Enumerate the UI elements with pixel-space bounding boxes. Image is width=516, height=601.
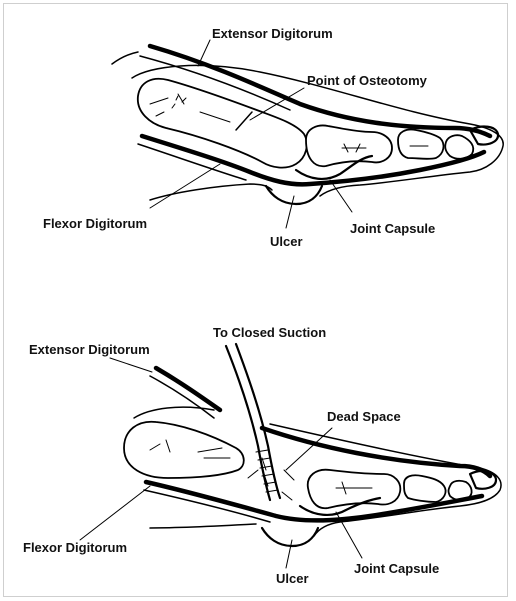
top-capsule-label: Joint Capsule: [350, 222, 435, 235]
bottom-flexor-leader: [80, 486, 150, 540]
bottom-middle-phalanx: [404, 475, 446, 502]
bottom-ulcer-leader: [286, 540, 292, 568]
top-flexor-label: Flexor Digitorum: [43, 217, 147, 230]
bottom-capsule-label: Joint Capsule: [354, 562, 439, 575]
bottom-extensor-label: Extensor Digitorum: [29, 343, 150, 356]
bottom-dead-space-label: Dead Space: [327, 410, 401, 423]
bottom-proximal-phalanx: [308, 470, 401, 509]
bottom-ulcer: [262, 528, 318, 546]
bottom-extensor-leader: [110, 358, 152, 372]
bottom-flexor-label: Flexor Digitorum: [23, 541, 127, 554]
top-osteotomy-label: Point of Osteotomy: [307, 74, 427, 87]
bottom-ulcer-label: Ulcer: [276, 572, 309, 585]
bottom-nail: [470, 471, 496, 489]
top-ulcer-label: Ulcer: [270, 235, 303, 248]
bottom-dead-space-leader: [286, 428, 332, 470]
top-extensor-label: Extensor Digitorum: [212, 27, 333, 40]
bottom-suction-drain: [226, 344, 294, 500]
bottom-suction-label: To Closed Suction: [213, 326, 326, 339]
bottom-metatarsal-stump: [124, 422, 244, 478]
